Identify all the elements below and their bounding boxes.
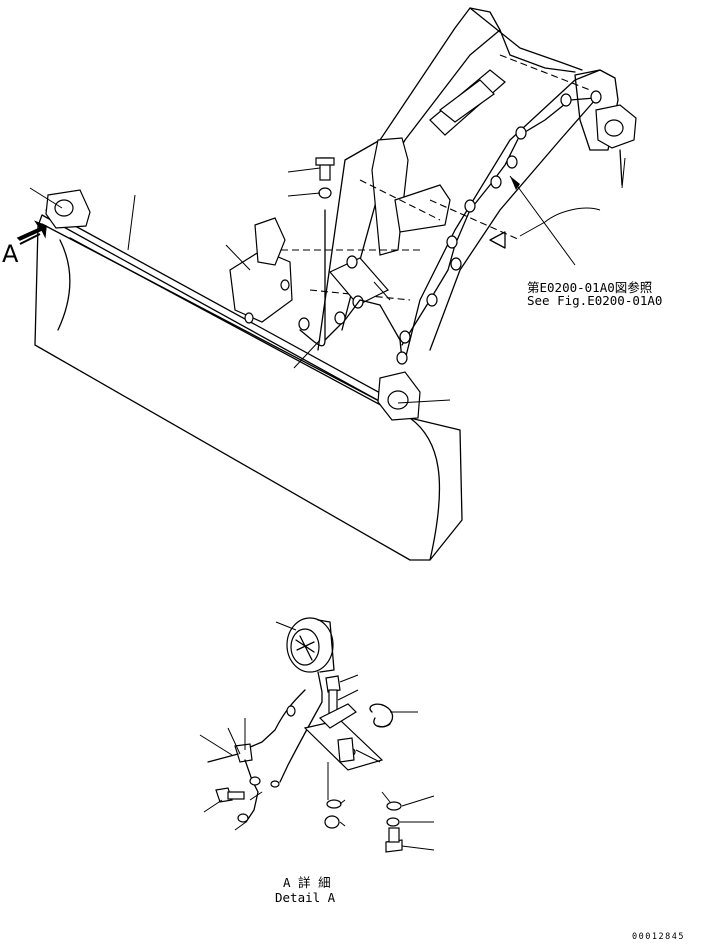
view-label: A bbox=[2, 240, 19, 268]
drawing-number: 00012845 bbox=[632, 932, 685, 942]
detail-title-jp: A 詳 細 bbox=[283, 875, 331, 890]
leader-lines bbox=[29, 157, 626, 404]
lamp-bracket bbox=[229, 217, 293, 324]
dozer-blade bbox=[34, 209, 463, 561]
wiring-harness bbox=[298, 90, 602, 365]
mounting-plate bbox=[329, 255, 389, 309]
detail-title-en: Detail A bbox=[275, 890, 336, 905]
left-hinge-bracket bbox=[45, 189, 91, 229]
work-lamp bbox=[286, 617, 335, 673]
right-hinge-bracket bbox=[377, 371, 421, 421]
detail-a-drawing bbox=[199, 617, 435, 853]
reference-note-en: See Fig.E0200-01A0 bbox=[527, 293, 663, 308]
lift-frame bbox=[270, 7, 637, 361]
reference-note-jp: 第E0200-01A0図参照 bbox=[527, 280, 653, 295]
view-arrow-icon bbox=[16, 220, 47, 245]
